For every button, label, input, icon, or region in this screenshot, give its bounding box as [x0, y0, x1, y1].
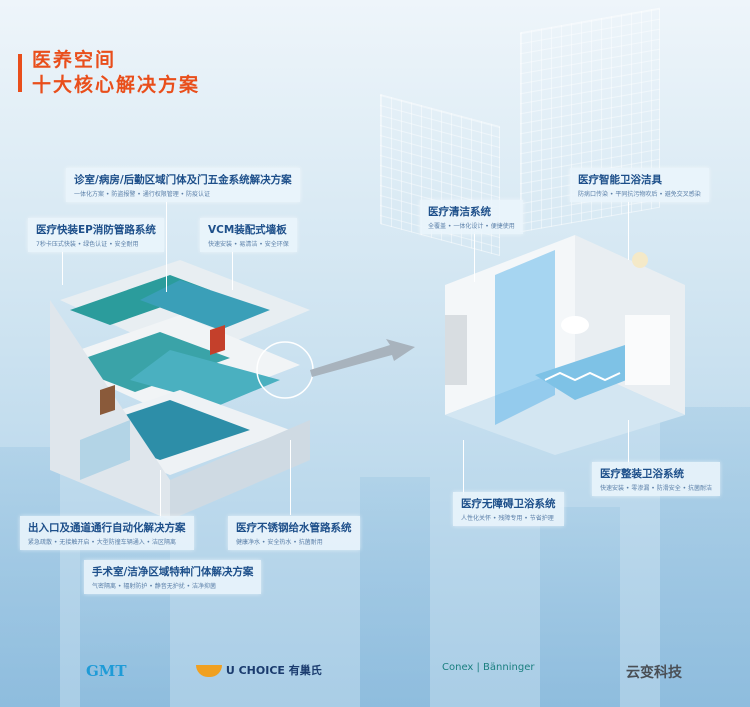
label-heading: 医疗不锈钢给水管路系统	[236, 522, 352, 534]
label-cleaning-system: 医疗清洁系统 全覆盖 • 一体化设计 • 便捷使用	[420, 200, 523, 234]
connector-line	[628, 420, 629, 465]
label-sub: 健康净水 • 安全热水 • 抗菌耐用	[236, 539, 323, 546]
label-sub: 气密隔离 • 辐射防护 • 静音无护扰 • 洁净抑菌	[92, 583, 217, 590]
bg-building	[540, 507, 620, 707]
logo-uchoice: U CHOICE 有巢氏	[196, 662, 322, 678]
title-line-1: 医养空间	[32, 49, 117, 71]
label-heading: 医疗快装EP消防管路系统	[36, 224, 156, 236]
connector-line	[290, 440, 291, 515]
label-heading: 医疗整装卫浴系统	[600, 468, 684, 480]
bathroom-illustration	[445, 235, 685, 455]
label-heading: VCM装配式墙板	[208, 224, 287, 236]
label-accessible-bathroom: 医疗无障碍卫浴系统 人性化关怀 • 残障专用 • 节省护理	[453, 492, 564, 526]
hospital-illustration	[50, 260, 314, 520]
logo-yunbian: 云变科技	[626, 665, 682, 681]
label-sub: 人性化关怀 • 残障专用 • 节省护理	[461, 515, 554, 522]
connector-line	[232, 240, 233, 290]
label-sub: 7秒卡压式快装 • 绿色认证 • 安全耐用	[36, 241, 139, 248]
label-sub: 快速安装 • 零渗漏 • 防滑安全 • 抗菌耐洁	[600, 485, 713, 492]
label-heading: 出入口及通道通行自动化解决方案	[28, 522, 186, 534]
logo-conex: Conex | Bänninger	[442, 662, 535, 673]
connector-line	[166, 192, 167, 292]
label-sub: 紧急疏散 • 无接触开启 • 大型防撞车辆通入 • 洁区隔离	[28, 539, 177, 546]
label-cleanroom-doors: 手术室/洁净区域特种门体解决方案 气密隔离 • 辐射防护 • 静音无护扰 • 洁…	[84, 560, 262, 594]
connector-line	[474, 232, 475, 282]
page-title: 医养空间 十大核心解决方案	[18, 48, 200, 98]
bg-building	[0, 447, 60, 707]
label-sub: 全覆盖 • 一体化设计 • 便捷使用	[428, 223, 515, 230]
title-accent-bar	[18, 54, 22, 92]
connector-line	[628, 200, 629, 260]
logo-gmt: GMT	[86, 662, 127, 680]
label-modular-bathroom: 医疗整装卫浴系统 快速安装 • 零渗漏 • 防滑安全 • 抗菌耐洁	[592, 462, 721, 496]
label-heading: 诊室/病房/后勤区域门体及门五金系统解决方案	[74, 174, 292, 186]
label-ep-fire-piping: 医疗快装EP消防管路系统 7秒卡压式快装 • 绿色认证 • 安全耐用	[28, 218, 164, 252]
label-heading: 医疗无障碍卫浴系统	[461, 498, 556, 510]
label-heading: 医疗清洁系统	[428, 206, 491, 218]
connector-line	[62, 240, 63, 285]
label-door-hardware: 诊室/病房/后勤区域门体及门五金系统解决方案 一体化方案 • 防盗报警 • 通行…	[66, 168, 300, 202]
logo-uchoice-text: U CHOICE 有巢氏	[225, 664, 322, 677]
title-line-2: 十大核心解决方案	[32, 74, 201, 96]
label-sub: 一体化方案 • 防盗报警 • 通行权限管理 • 防疫认证	[74, 191, 211, 198]
label-sub: 防病口传染 • 平同抗污物吹后 • 避免交叉感染	[578, 191, 701, 198]
label-heading: 医疗智能卫浴洁具	[578, 174, 662, 186]
label-smart-sanitary: 医疗智能卫浴洁具 防病口传染 • 平同抗污物吹后 • 避免交叉感染	[570, 168, 709, 202]
bg-building	[360, 477, 430, 707]
label-entrance-automation: 出入口及通道通行自动化解决方案 紧急疏散 • 无接触开启 • 大型防撞车辆通入 …	[20, 516, 194, 550]
uchoice-emblem-icon	[196, 665, 222, 677]
label-vcm-wall-panel: VCM装配式墙板 快速安装 • 易清洁 • 安全环保	[200, 218, 297, 252]
label-stainless-water-piping: 医疗不锈钢给水管路系统 健康净水 • 安全热水 • 抗菌耐用	[228, 516, 360, 550]
label-sub: 快速安装 • 易清洁 • 安全环保	[208, 241, 289, 248]
connector-line	[160, 470, 161, 518]
bg-building	[660, 407, 750, 707]
arrow-icon	[310, 339, 415, 377]
connector-line	[463, 440, 464, 495]
label-heading: 手术室/洁净区域特种门体解决方案	[92, 566, 254, 578]
